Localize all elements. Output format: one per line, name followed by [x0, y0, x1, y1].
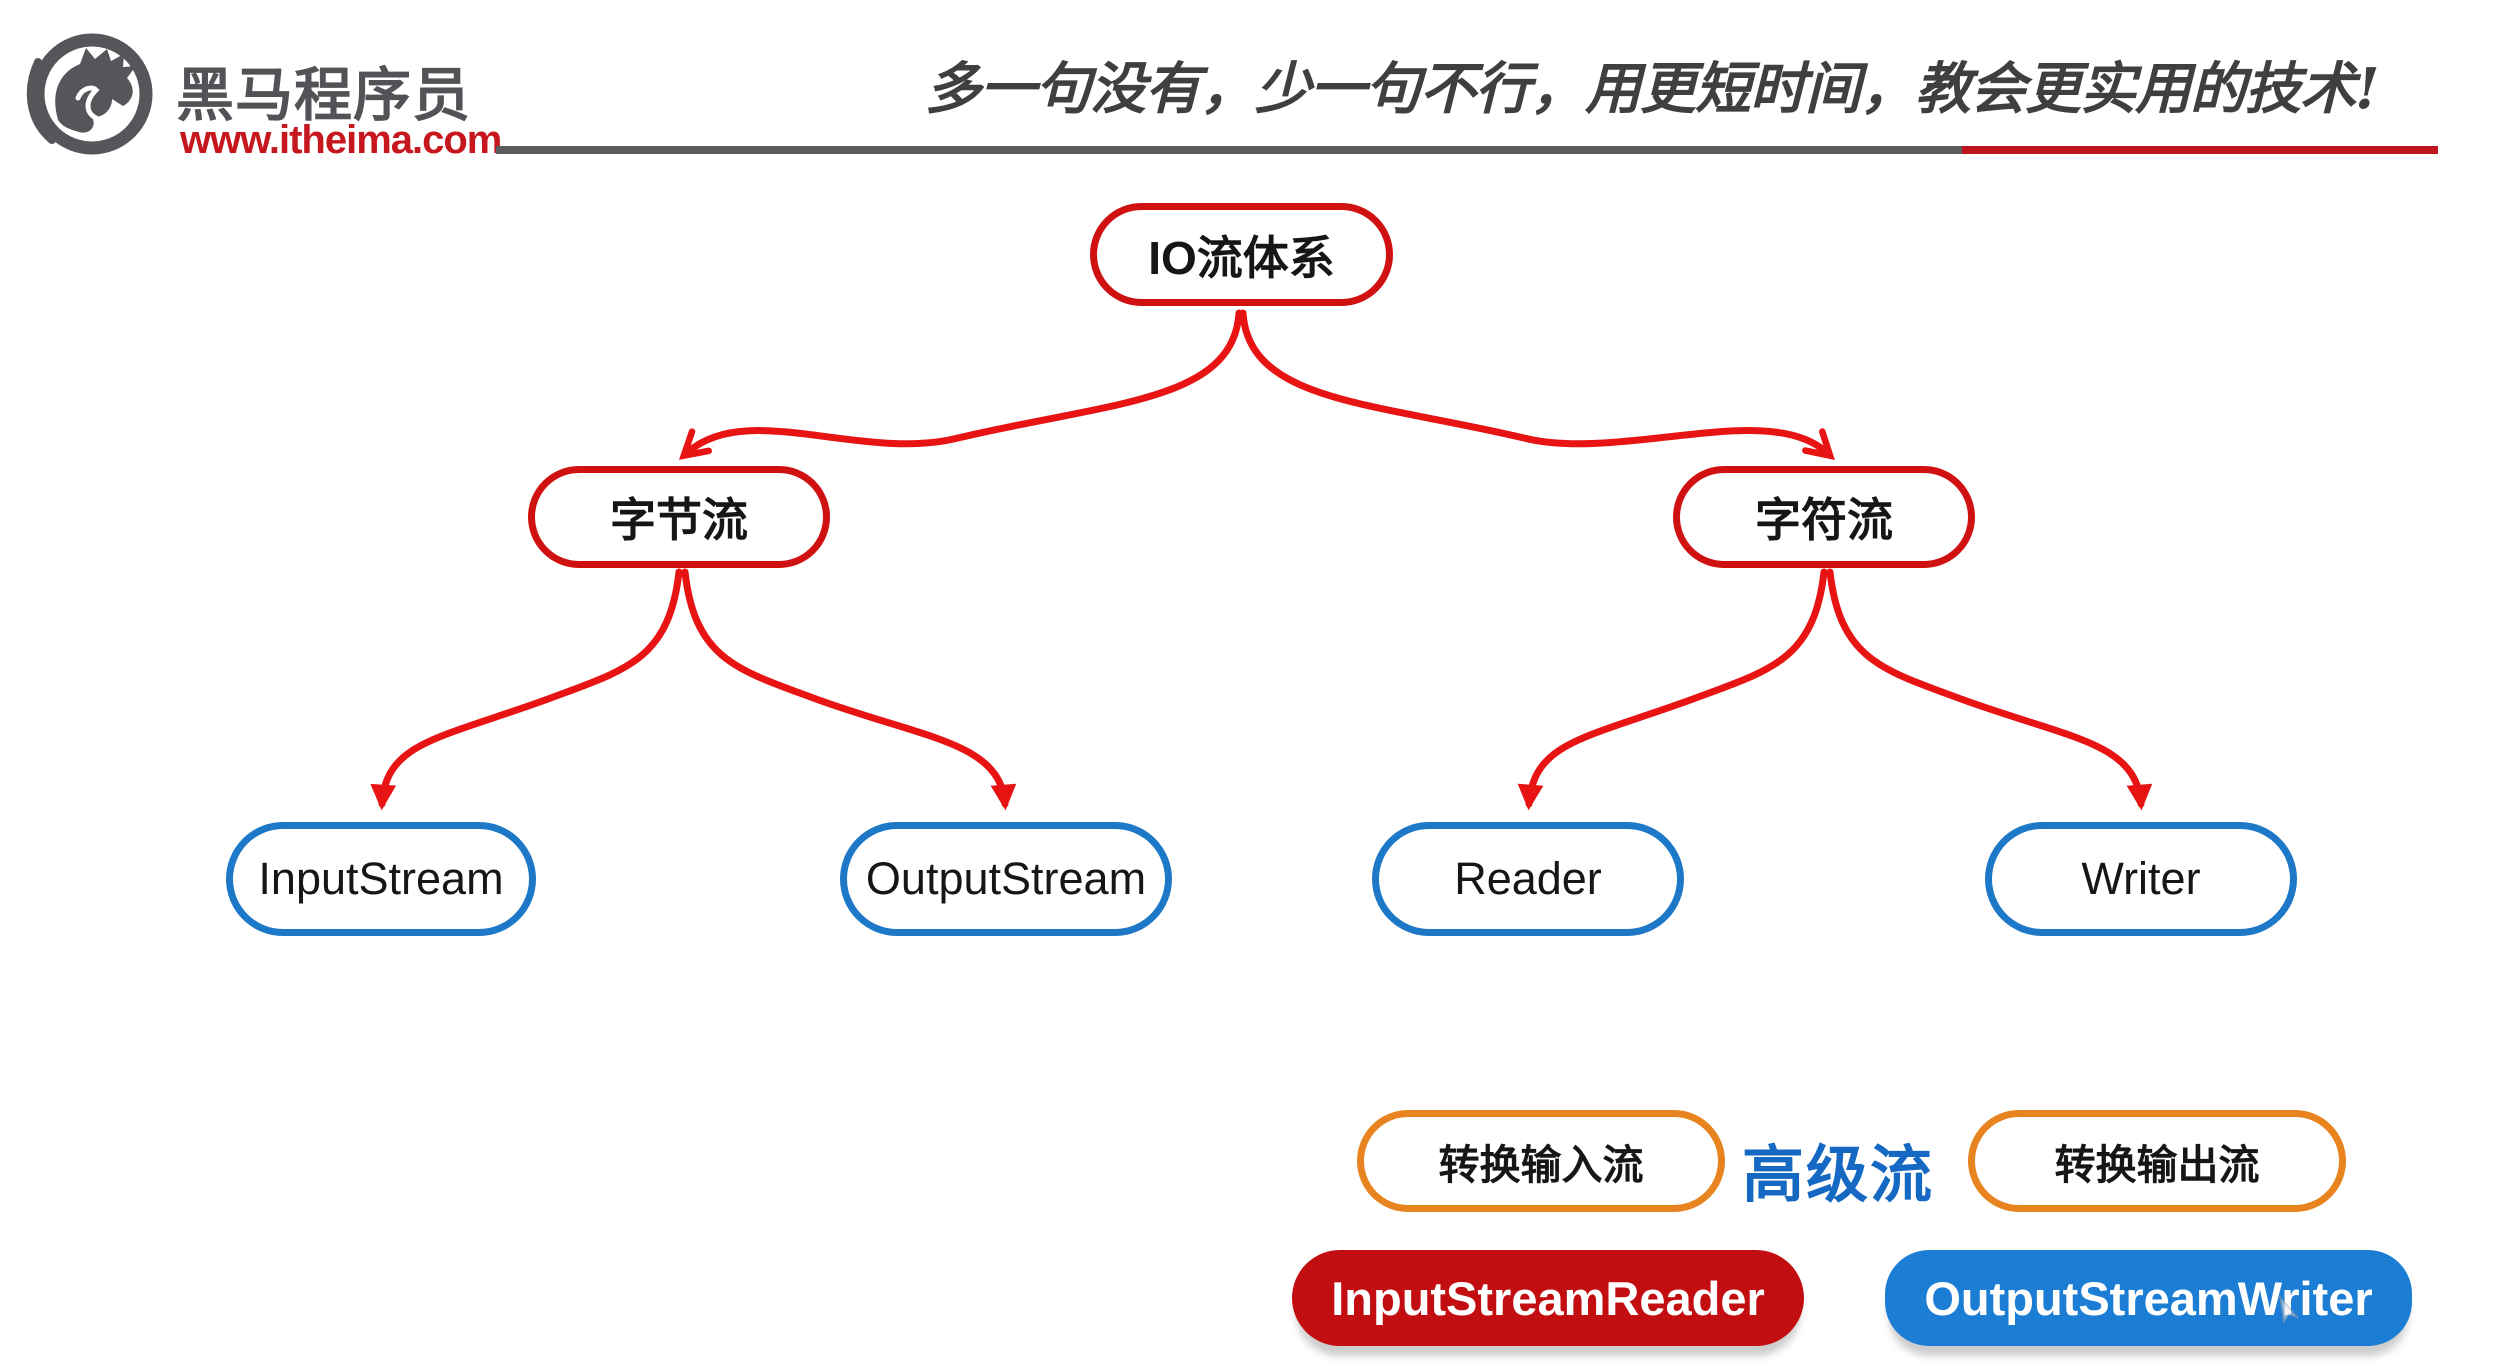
node-label: 字节流	[610, 494, 748, 546]
node-label: OutputStream	[865, 853, 1147, 904]
node-char-stream: 字符流	[1673, 466, 1975, 568]
arrow-byte-to-outputstream	[681, 568, 1017, 811]
mouse-cursor-icon	[2279, 1296, 2299, 1325]
arrow-root-to-char-stream	[1239, 309, 1835, 460]
horse-logo-icon	[26, 33, 153, 155]
itheima-logo: 黑马程序员 www.itheima.com	[20, 22, 502, 162]
class-label: InputStreamReader	[1331, 1271, 1765, 1325]
node-reader: Reader	[1372, 822, 1684, 936]
arrow-root-to-byte-stream	[678, 309, 1243, 460]
node-byte-stream: 字节流	[528, 466, 830, 568]
pill-label: 转换输入流	[1438, 1142, 1644, 1188]
node-label: Writer	[2081, 853, 2201, 904]
brand-url: www.itheima.com	[180, 118, 502, 162]
node-outputstream: OutputStream	[840, 822, 1172, 936]
header-slogan: 多一句没有，少一句不行，用更短时间，教会更实用的技术!	[925, 56, 2380, 122]
advanced-stream-label: 高级流	[1742, 1141, 1935, 1210]
node-label: IO流体系	[1148, 231, 1335, 284]
node-label: 字符流	[1755, 494, 1893, 546]
node-io-stream-system: IO流体系	[1090, 203, 1393, 306]
node-label: InputStream	[258, 853, 504, 904]
pill-conversion-output-stream: 转换输出流	[1968, 1110, 2346, 1212]
node-label: Reader	[1454, 853, 1602, 904]
header-divider	[496, 146, 2438, 154]
arrow-char-to-reader	[1517, 568, 1828, 811]
class-inputstreamreader: InputStreamReader	[1292, 1250, 1804, 1346]
class-outputstreamwriter: OutputStreamWriter	[1885, 1250, 2412, 1346]
class-label: OutputStreamWriter	[1924, 1271, 2373, 1325]
arrow-char-to-writer	[1826, 568, 2153, 811]
arrow-byte-to-inputstream	[370, 568, 683, 811]
brand-name: 黑马程序员	[176, 63, 472, 128]
pill-conversion-input-stream: 转换输入流	[1357, 1110, 1725, 1212]
node-writer: Writer	[1985, 822, 2297, 936]
node-inputstream: InputStream	[226, 822, 536, 936]
pill-label: 转换输出流	[2054, 1142, 2260, 1188]
